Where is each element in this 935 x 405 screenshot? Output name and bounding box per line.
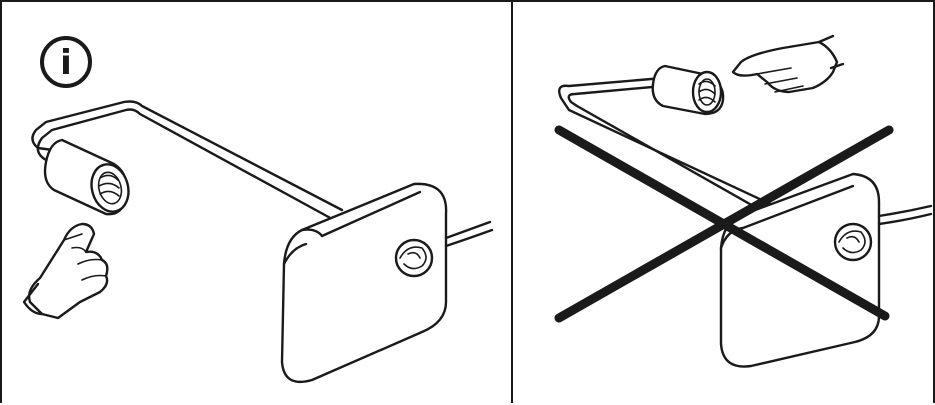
correct-illustration: i bbox=[22, 36, 494, 384]
pointing-hand-icon bbox=[22, 222, 109, 320]
lamp-socket bbox=[43, 138, 130, 216]
incorrect-illustration bbox=[554, 34, 933, 368]
panel-correct: i bbox=[0, 0, 513, 403]
lamp-arm bbox=[558, 76, 781, 218]
base-plate bbox=[280, 182, 494, 384]
lamp-arm bbox=[31, 100, 344, 222]
lamp-socket bbox=[651, 64, 725, 116]
info-icon: i bbox=[40, 36, 92, 88]
panel-incorrect bbox=[511, 0, 935, 403]
svg-text:i: i bbox=[60, 43, 72, 83]
cross-out-mark bbox=[554, 125, 894, 323]
pointing-hand-icon bbox=[731, 34, 845, 94]
